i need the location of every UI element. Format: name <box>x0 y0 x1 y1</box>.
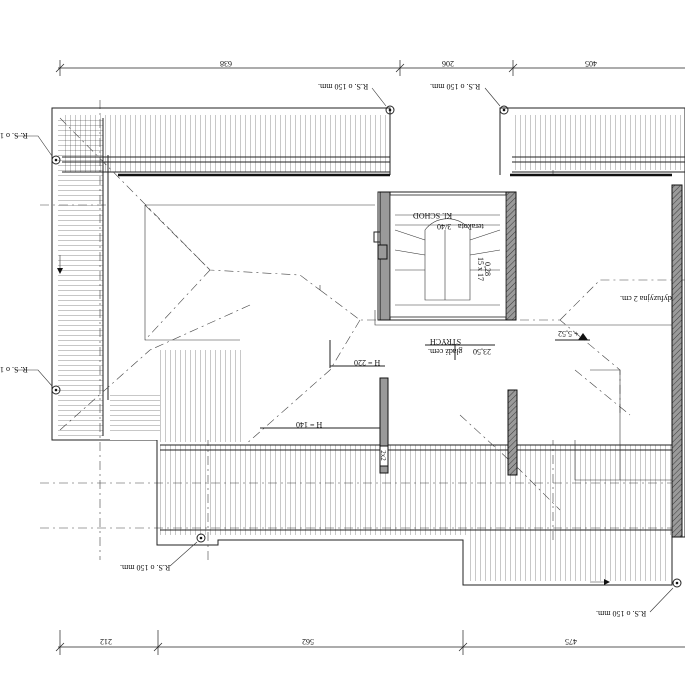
downpipe-label-5: R.S. o 150 mm. <box>120 563 171 572</box>
height-label-220: H = 220 <box>354 358 381 367</box>
eave-top-left <box>62 115 390 172</box>
attic-label-frame <box>425 344 495 360</box>
downpipe-label-2: R.S. o 150 mm. <box>430 82 481 91</box>
dimension-bottom-3: 475 <box>565 637 577 646</box>
downpipe-label-1: R.S. o 150 mm. <box>318 82 369 91</box>
eave-left <box>58 118 103 436</box>
lower-wing-left <box>160 350 245 442</box>
dimension-top-1: 638 <box>220 59 232 68</box>
eave-lines <box>62 118 685 531</box>
downpipe-label-3: R. S. o 1 <box>0 131 28 140</box>
stair-title: Kl. SCHOD <box>413 211 453 220</box>
top-dimension-line <box>55 60 685 76</box>
dimension-top-2: 206 <box>442 59 454 68</box>
stair-code: 3/40 <box>437 222 452 231</box>
stair-finish: terakota <box>458 222 484 231</box>
boarding-note: dyfuzyjna 2 cm. <box>620 294 672 303</box>
level-label: + 5,52 <box>558 329 579 338</box>
attic-area: 23,50 <box>473 347 491 356</box>
eave-top-right <box>512 115 682 170</box>
chimney-label: 2x2 <box>378 450 387 461</box>
downpipe-label-4: R. S. o 1 <box>0 365 28 374</box>
dimension-bottom-2: 562 <box>302 637 314 646</box>
dimension-top-3: 405 <box>585 59 597 68</box>
eave-bottom <box>160 445 675 535</box>
downpipe-label-6: R.S. o 150 mm. <box>596 609 647 618</box>
stair-shaft <box>373 191 517 321</box>
level-marker <box>555 333 590 341</box>
wall-column-left <box>379 377 389 474</box>
chimney <box>379 445 389 467</box>
stair-steps-dim: 0,28 <box>483 262 492 276</box>
bottom-dimension-line <box>55 630 685 655</box>
eave-bottom-right <box>467 535 669 581</box>
attic-name: STRYCH <box>430 337 462 346</box>
downpipe-markers <box>15 87 682 613</box>
dimension-bottom-1: 212 <box>100 637 112 646</box>
lower-wing-left-hatch <box>110 395 160 435</box>
height-label-140: H = 140 <box>296 420 323 429</box>
attic-finish: gładź cem. <box>428 347 463 356</box>
